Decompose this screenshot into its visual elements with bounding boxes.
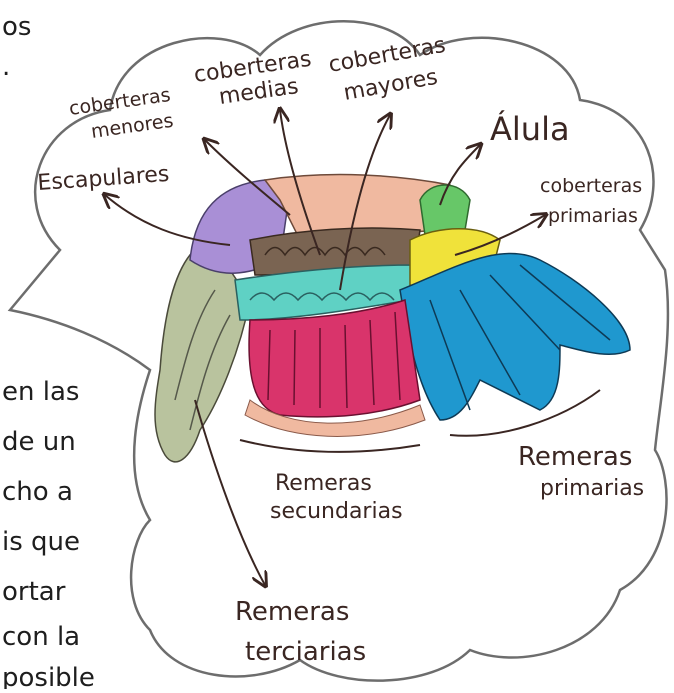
arrow-remeras-terciarias [194, 399, 265, 585]
primaries-brace [449, 389, 601, 437]
primaries-shape [399, 252, 631, 421]
cloud-bubble-outline [7, 20, 670, 682]
side-text-left-5: ortar [2, 577, 66, 607]
label-remeras-primarias-2: primarias [540, 476, 644, 501]
label-coberteras-primarias-1: coberteras [540, 175, 642, 197]
label-remeras-terciarias-1: Remeras [235, 597, 349, 627]
label-escapulares: Escapulares [37, 162, 170, 196]
label-alula: Álula [490, 110, 570, 148]
arrow-coberteras-primarias [454, 215, 545, 256]
side-text-left-1: en las [2, 377, 79, 407]
label-coberteras-primarias-2: primarias [548, 205, 638, 227]
secondaries-shape [248, 299, 421, 418]
label-remeras-secundarias-2: secundarias [270, 499, 403, 524]
secondaries-brace [239, 439, 421, 453]
side-text-left-2: de un [2, 427, 76, 457]
arrow-escapulares [105, 195, 231, 246]
arrow-alula [439, 145, 480, 206]
wing-illustration [154, 173, 631, 463]
arrow-coberteras-mayores [339, 115, 390, 291]
arrow-coberteras-medias [280, 110, 321, 256]
side-text-top-2: . [2, 52, 10, 82]
label-remeras-terciarias-2: terciarias [245, 637, 366, 667]
tertials-shape [154, 239, 251, 463]
side-text-left-3: cho a [2, 477, 73, 507]
side-text-left-4: is que [2, 527, 80, 557]
arrow-coberteras-menores [205, 140, 291, 216]
alula-shape [419, 184, 471, 236]
side-text-left-6: con la [2, 622, 80, 652]
label-remeras-secundarias-1: Remeras [275, 471, 372, 496]
side-text-left-7: posible [2, 663, 95, 689]
side-text-top-1: os [2, 12, 31, 42]
label-remeras-primarias-1: Remeras [518, 442, 632, 472]
